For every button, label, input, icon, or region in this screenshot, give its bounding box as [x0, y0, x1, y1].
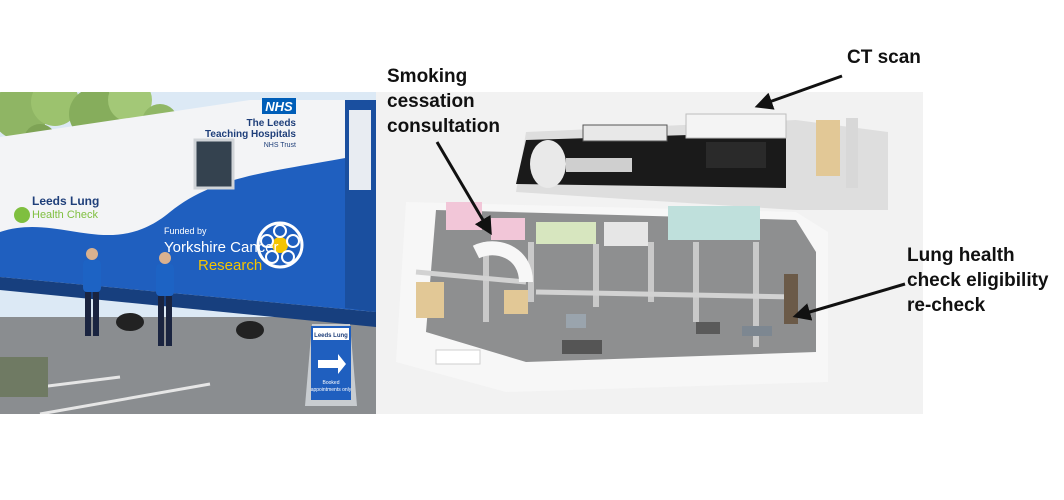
sign-line2: appointments only [311, 387, 352, 393]
trust-name-line2: Teaching Hospitals [205, 129, 296, 140]
sponsor-line1: Yorkshire Cancer [164, 239, 279, 256]
smoking-label-line2: cessation [387, 91, 475, 112]
arrow-right-icon [318, 354, 346, 374]
lung-health-label: Lung health check eligibility re-check [907, 243, 1064, 318]
smoking-cessation-label: Smoking cessation consultation [387, 64, 527, 139]
funded-by-text: Funded by [164, 226, 207, 236]
trailer-window [193, 138, 235, 190]
lung-label-line1: Lung health [907, 245, 1015, 266]
trust-name-line1: The Leeds [247, 118, 297, 129]
kerb-grass [0, 357, 48, 397]
lung-label-line3: re-check [907, 295, 986, 316]
ct-gantry [530, 140, 566, 188]
van-brand-line1: Leeds Lung [32, 194, 99, 208]
ct-scan-label: CT scan [847, 47, 921, 68]
ct-scanner-section [516, 113, 888, 210]
nhs-badge [262, 98, 296, 114]
trust-name-line3: NHS Trust [264, 142, 296, 149]
staff-member-right [156, 252, 174, 346]
nhs-badge-text: NHS [265, 99, 293, 114]
van-brand-line2: Health Check [32, 209, 99, 221]
mobile-unit-photo: NHS The Leeds Teaching Hospitals NHS Tru… [0, 92, 376, 414]
sponsor-line2: Research [198, 257, 262, 274]
a-board-sign: Leeds Lung Booked appointments only [305, 324, 357, 406]
eligibility-recheck-room [668, 206, 760, 240]
unit-floor-plan-render [376, 92, 923, 414]
smoking-consultation-room [446, 202, 482, 230]
smoking-label-line3: consultation [387, 116, 500, 137]
lung-label-line2: check eligibility [907, 270, 1049, 291]
yorkshire-rose-logo [256, 221, 304, 269]
sign-brand: Leeds Lung [314, 333, 348, 339]
staff-member-left [83, 248, 101, 336]
main-clinic-section [396, 202, 828, 392]
sign-line1: Booked [323, 380, 340, 386]
lung-logo-icon [14, 207, 30, 223]
smoking-label-line1: Smoking [387, 66, 468, 87]
